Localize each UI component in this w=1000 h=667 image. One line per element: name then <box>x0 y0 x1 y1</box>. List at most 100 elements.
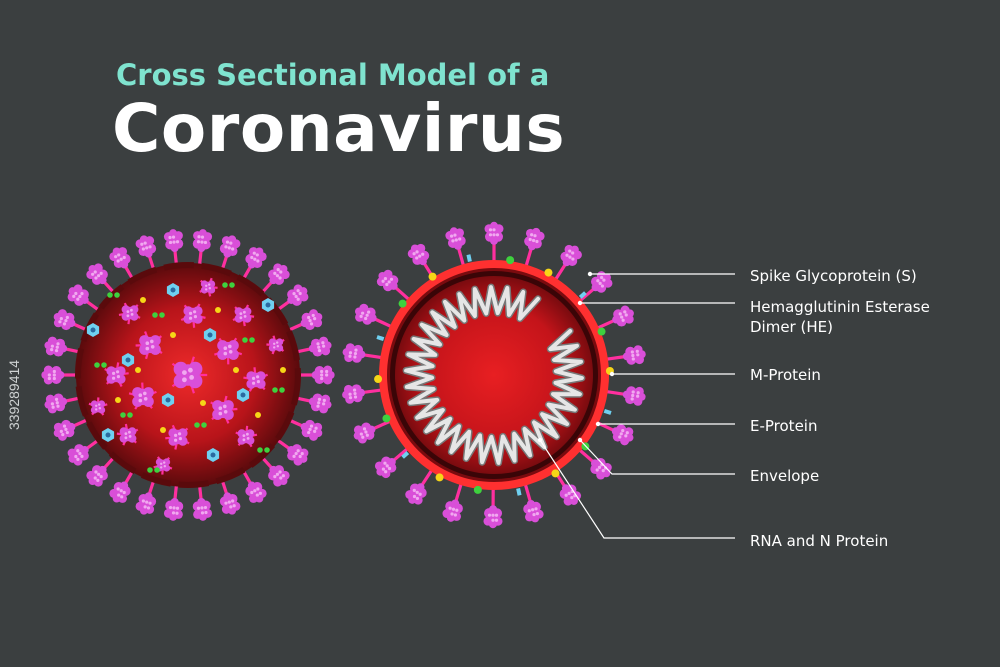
spike-bulb-highlight <box>450 512 454 516</box>
spike-bulb <box>228 506 237 515</box>
spike-bulb-highlight <box>56 342 60 346</box>
spike-bulb-highlight <box>298 291 302 296</box>
spike-glycoprotein-outer <box>109 481 131 503</box>
spike-bulb-highlight <box>298 454 302 459</box>
spike-bulb <box>53 312 62 321</box>
spike-bulb-highlight <box>196 506 201 510</box>
spike-bulb-highlight <box>58 320 62 324</box>
spike-bulb-highlight <box>387 466 392 471</box>
spike-bulb <box>563 496 573 506</box>
spike-bulb <box>416 483 425 492</box>
spike-bulb-highlight <box>322 344 326 348</box>
surface-bulb-highlight <box>127 430 131 434</box>
surface-bulb-highlight <box>130 308 133 312</box>
spike-bulb-highlight <box>227 500 231 504</box>
surface-bulb-highlight <box>252 376 256 380</box>
spike-bulb <box>326 371 335 379</box>
surface-bulb <box>116 366 126 376</box>
surface-bulb <box>106 374 116 384</box>
e-protein <box>544 268 553 277</box>
spike-glycoprotein-section <box>523 500 544 523</box>
spike-bulb <box>387 457 396 466</box>
spike-glycoprotein-section <box>612 305 634 327</box>
spike-bulb-highlight <box>229 505 233 509</box>
surface-bulb-highlight <box>174 438 178 442</box>
surface-bulb-highlight <box>246 432 249 436</box>
spike-bulb-highlight <box>631 357 635 361</box>
virus-cross-section <box>342 221 646 529</box>
spike-bulb-highlight <box>76 457 80 461</box>
spike-glycoprotein-outer <box>308 393 332 414</box>
spike-bulb <box>342 390 351 399</box>
spike-glycoprotein-outer <box>163 497 184 521</box>
spike-bulb-highlight <box>568 255 572 259</box>
spike-glycoprotein-outer <box>135 235 157 258</box>
spike-bulb <box>416 243 426 253</box>
envelope-edge <box>75 262 301 488</box>
surface-bulb-highlight <box>188 367 193 373</box>
m-protein <box>114 292 120 298</box>
surface-bulb-highlight <box>243 315 247 318</box>
spike-bulb-highlight <box>168 240 173 245</box>
spike-bulb-highlight <box>309 424 314 428</box>
spike-glycoprotein-outer <box>44 393 68 414</box>
spike-glycoprotein-outer <box>287 444 309 466</box>
spike-bulb-highlight <box>313 429 317 433</box>
spike-bulb-highlight <box>630 397 634 401</box>
spike-bulb <box>139 506 148 515</box>
spike-glycoprotein-outer <box>67 444 89 466</box>
spike-glycoprotein-outer <box>44 336 68 357</box>
spike-glycoprotein-section <box>445 227 466 250</box>
spike-bulb <box>418 257 427 266</box>
surface-spike-top <box>217 340 239 360</box>
leader-rna <box>539 439 735 539</box>
surface-bulb <box>98 400 106 408</box>
spike-bulb-highlight <box>54 349 59 353</box>
spike-bulb-highlight <box>296 289 300 293</box>
spike-glycoprotein-outer <box>311 365 335 385</box>
spike-glycoprotein-outer <box>245 481 267 503</box>
spike-bulb-highlight <box>531 238 536 243</box>
spike-bulb-highlight <box>227 246 231 250</box>
surface-spike-top <box>90 400 106 414</box>
spike-bulb-highlight <box>54 397 59 401</box>
spike-bulb <box>287 295 296 304</box>
leader-m-protein-dot <box>609 371 615 377</box>
spike-bulb-highlight <box>224 501 228 505</box>
spike-bulb <box>44 400 53 409</box>
spike-bulb <box>144 492 153 501</box>
surface-bulb-highlight <box>223 346 228 351</box>
spike-bulb-highlight <box>47 373 51 377</box>
spike-bulb-highlight <box>415 496 420 501</box>
spike-bulb-highlight <box>534 507 538 511</box>
spike-bulb-highlight <box>256 259 260 263</box>
spike-glycoprotein-outer <box>41 365 65 385</box>
spike-bulb <box>625 309 634 318</box>
spike-bulb-highlight <box>229 241 233 245</box>
surface-bulb-highlight <box>163 461 166 464</box>
spike-glycoprotein-outer <box>53 309 76 331</box>
spike-glycoprotein-outer <box>135 492 157 515</box>
e-protein <box>115 397 121 403</box>
spike-glycoprotein-section <box>442 499 463 522</box>
surface-bulb-highlight <box>126 314 130 318</box>
spike-bulb-highlight <box>313 317 317 321</box>
spike-bulb-highlight <box>385 282 389 287</box>
spike-bulb-highlight <box>630 350 634 354</box>
spike-bulb-highlight <box>275 274 280 278</box>
spike-bulb <box>269 465 278 474</box>
surface-bulb-highlight <box>193 310 197 314</box>
spike-bulb-highlight <box>99 475 103 479</box>
label-rna-n-protein: RNA and N Protein <box>750 532 889 550</box>
spike-bulb-highlight <box>495 233 500 237</box>
surface-bulb <box>168 436 178 446</box>
spike-bulb <box>562 258 571 267</box>
spike-bulb-highlight <box>533 234 537 238</box>
spike-bulb-highlight <box>273 475 277 479</box>
spike-bulb-highlight <box>65 315 69 320</box>
spike-bulb-highlight <box>64 427 68 431</box>
spike-bulb-highlight <box>52 373 56 377</box>
spike-bulb-highlight <box>448 506 452 510</box>
spike-bulb <box>323 400 332 409</box>
spike-bulb-highlight <box>492 228 496 232</box>
